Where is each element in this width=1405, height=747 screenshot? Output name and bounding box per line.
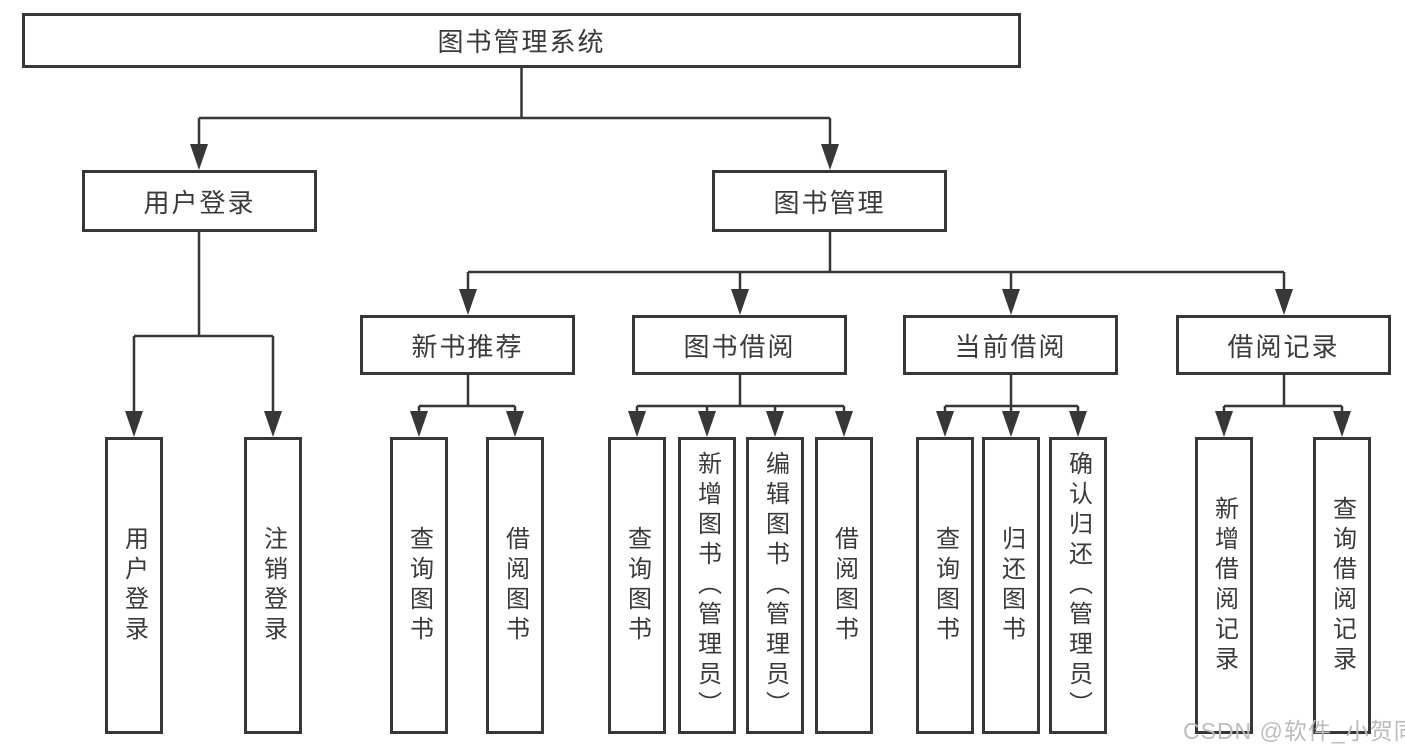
- leaf-label: 查询图书: [405, 525, 433, 646]
- leaf-label: 查询借阅记录: [1328, 495, 1356, 676]
- leaf-borrowing-borrow-books: 借阅图书: [815, 437, 873, 734]
- node-borrowing-records: 借阅记录: [1176, 315, 1391, 375]
- leaf-label: 新增借阅记录: [1210, 495, 1238, 676]
- leaf-label: 新增图书（管理员）: [693, 450, 721, 721]
- leaf-label: 借阅图书: [501, 525, 529, 646]
- leaf-borrowing-edit-books-admin: 编辑图书（管理员）: [746, 437, 804, 734]
- leaf-records-query-borrow-record: 查询借阅记录: [1313, 437, 1371, 734]
- node-label: 用户登录: [143, 187, 256, 218]
- node-label: 新书推荐: [411, 331, 524, 362]
- node-label: 借阅记录: [1227, 331, 1340, 362]
- leaf-label: 查询图书: [623, 525, 651, 646]
- leaf-records-add-borrow-record: 新增借阅记录: [1195, 437, 1253, 734]
- leaf-recommend-query-books: 查询图书: [390, 437, 448, 734]
- node-library-management-system: 图书管理系统: [22, 13, 1021, 68]
- node-current-borrowing: 当前借阅: [903, 315, 1118, 375]
- leaf-recommend-borrow-books: 借阅图书: [486, 437, 544, 734]
- leaf-borrowing-add-books-admin: 新增图书（管理员）: [678, 437, 736, 734]
- node-new-book-recommend: 新书推荐: [360, 315, 575, 375]
- leaf-label: 编辑图书（管理员）: [761, 450, 789, 721]
- leaf-logout: 注销登录: [244, 437, 302, 734]
- node-label: 图书管理系统: [437, 27, 606, 57]
- node-label: 图书借阅: [683, 331, 796, 362]
- leaf-label: 注销登录: [259, 525, 287, 646]
- leaf-label: 借阅图书: [830, 525, 858, 646]
- leaf-label: 归还图书: [997, 525, 1025, 646]
- leaf-label: 查询图书: [931, 525, 959, 646]
- leaf-label: 用户登录: [120, 525, 148, 646]
- csdn-watermark: CSDN @软件_小贺同学: [1183, 718, 1405, 744]
- leaf-current-confirm-return-admin: 确认归还（管理员）: [1049, 437, 1107, 734]
- leaf-borrowing-query-books: 查询图书: [608, 437, 666, 734]
- leaf-current-return-books: 归还图书: [982, 437, 1040, 734]
- leaf-current-query-books: 查询图书: [916, 437, 974, 734]
- node-label: 当前借阅: [954, 331, 1067, 362]
- node-book-borrowing: 图书借阅: [632, 315, 847, 375]
- node-book-management: 图书管理: [712, 170, 947, 232]
- node-label: 图书管理: [773, 187, 886, 218]
- leaf-user-login: 用户登录: [105, 437, 163, 734]
- node-user-login: 用户登录: [82, 170, 317, 232]
- leaf-label: 确认归还（管理员）: [1064, 450, 1092, 721]
- arrowhead-icons: [125, 144, 1351, 437]
